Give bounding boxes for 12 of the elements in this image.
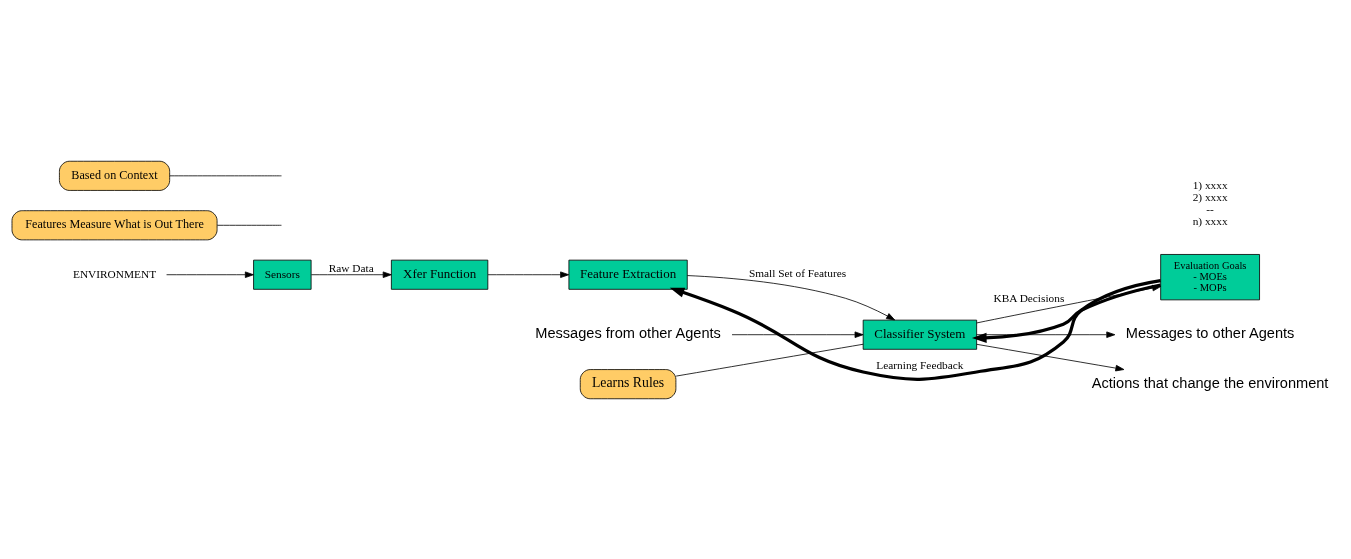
- node-text: Messages to other Agents: [1125, 324, 1295, 341]
- edge-label: Small Set of Features: [748, 266, 847, 279]
- node-text: Actions that change the environment: [1091, 374, 1329, 391]
- edge-label: Raw Data: [328, 261, 374, 274]
- node-text: Messages from other Agents: [535, 324, 721, 341]
- label: 1) xxxx: [1192, 178, 1228, 191]
- edge-label: KBA Decisions: [993, 291, 1065, 304]
- node-text: ENVIRONMENT: [73, 267, 157, 280]
- edge-label: Learning Feedback: [876, 358, 964, 371]
- label: n) xxxx: [1192, 214, 1228, 227]
- label: --: [1206, 202, 1214, 215]
- label: 2) xxxx: [1192, 190, 1228, 203]
